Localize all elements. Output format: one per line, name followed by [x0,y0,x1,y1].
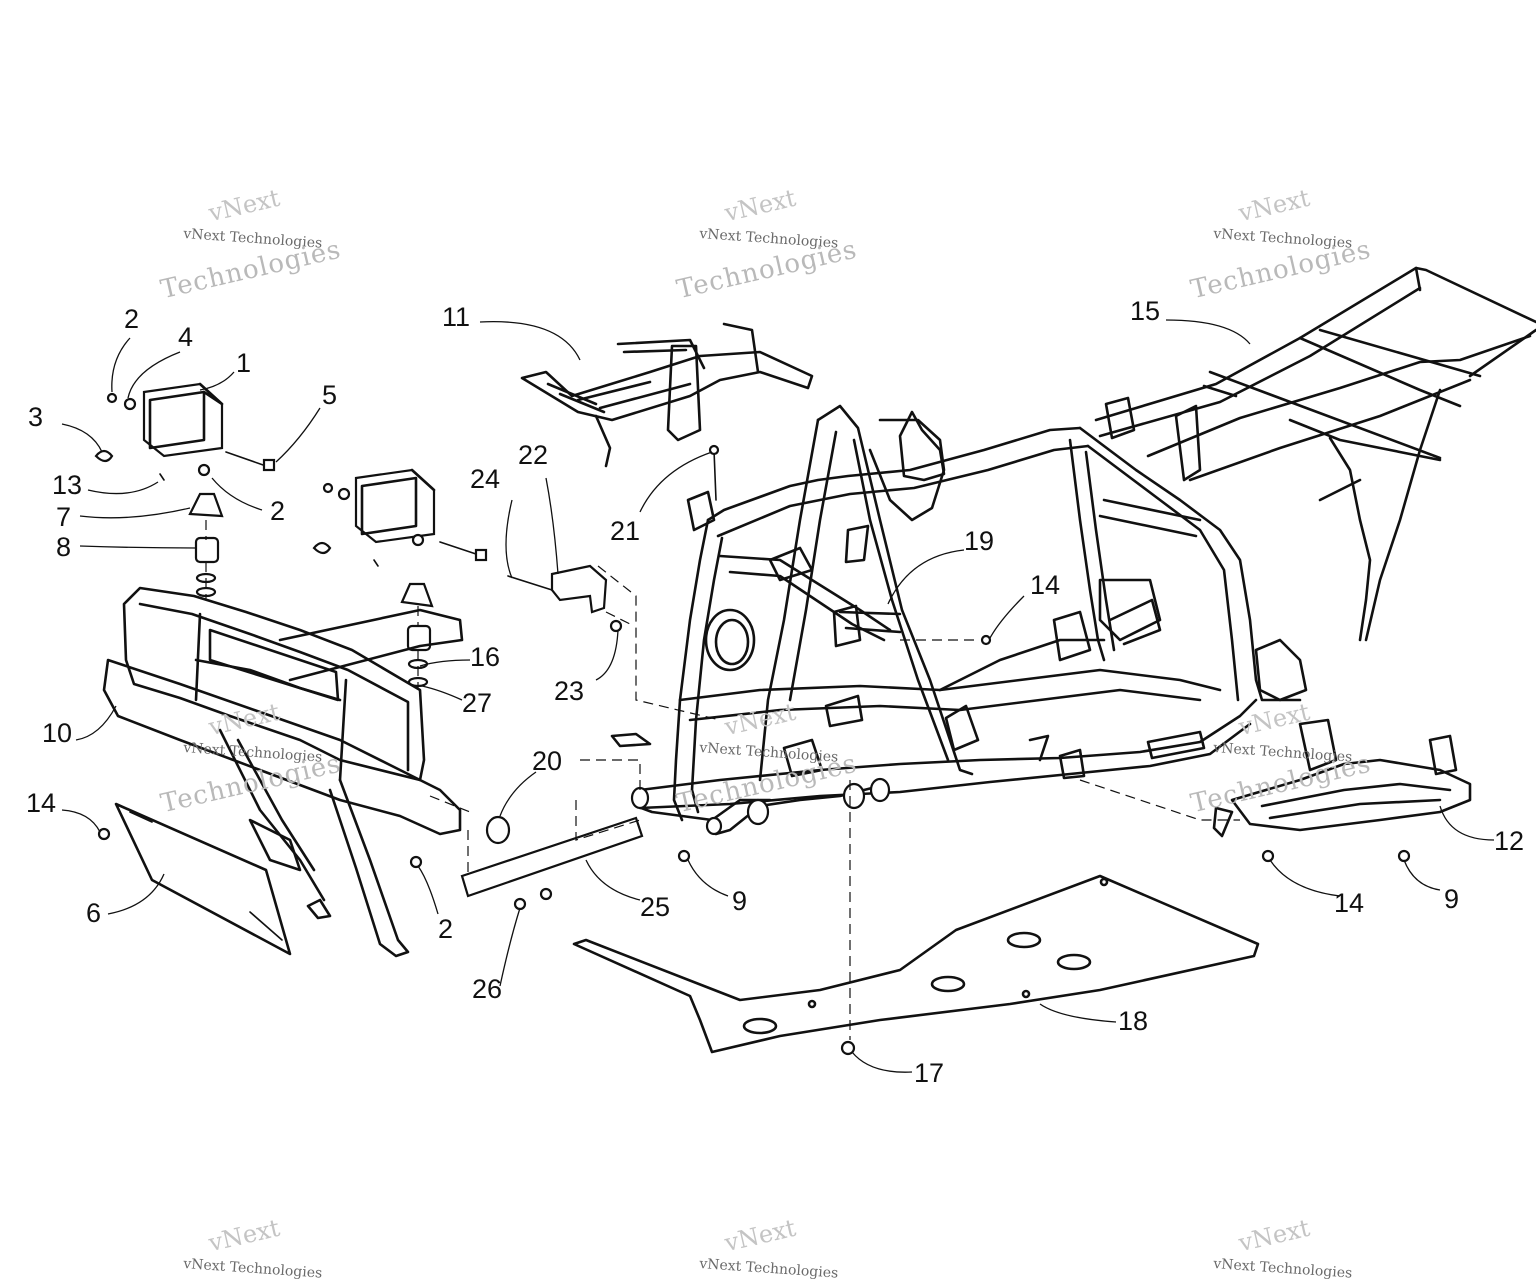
callout-18: 18 [1118,1006,1148,1036]
main-frame [610,396,1308,836]
callout-20: 20 [532,746,562,776]
callout-2: 2 [124,304,139,334]
callout-22: 22 [518,440,548,470]
callout-15: 15 [1130,296,1160,326]
leader-lines [61,319,1495,1073]
callout-23: 23 [554,676,584,706]
callout-17: 17 [914,1058,944,1088]
callout-4: 4 [178,322,193,352]
callout-14: 14 [1334,888,1364,918]
rear-rack-frame [1094,266,1536,642]
callout-10: 10 [42,718,72,748]
callout-27: 27 [462,688,492,718]
callout-7: 7 [56,502,71,532]
callout-24: 24 [470,464,500,494]
front-skid-plate [114,802,292,956]
headlight-right [354,468,436,544]
callout-11: 11 [442,302,470,332]
callout-25: 25 [640,892,670,922]
callout-2: 2 [270,496,285,526]
callout-9: 9 [1444,884,1459,914]
callout-14: 14 [26,788,56,818]
main-skid-plate [572,874,1260,1054]
callout-14: 14 [1030,570,1060,600]
callout-13: 13 [52,470,82,500]
callout-3: 3 [28,402,43,432]
callout-19: 19 [964,526,994,556]
front-bumper [102,586,464,958]
callout-8: 8 [56,532,71,562]
callout-1: 1 [236,348,251,378]
footrest-left [520,322,814,468]
callout-21: 21 [610,516,640,546]
headlight-left [142,382,224,458]
callout-2: 2 [438,914,453,944]
callout-16: 16 [470,642,500,672]
hardware [94,392,1411,1056]
callout-6: 6 [86,898,101,928]
callout-5: 5 [322,380,337,410]
callout-26: 26 [472,974,502,1004]
callout-12: 12 [1494,826,1524,856]
callout-labels: 1 2 2 2 3 4 5 6 7 8 9 9 10 11 12 13 14 1… [26,296,1524,1088]
footrest-right [1212,718,1472,838]
callout-9: 9 [732,886,747,916]
